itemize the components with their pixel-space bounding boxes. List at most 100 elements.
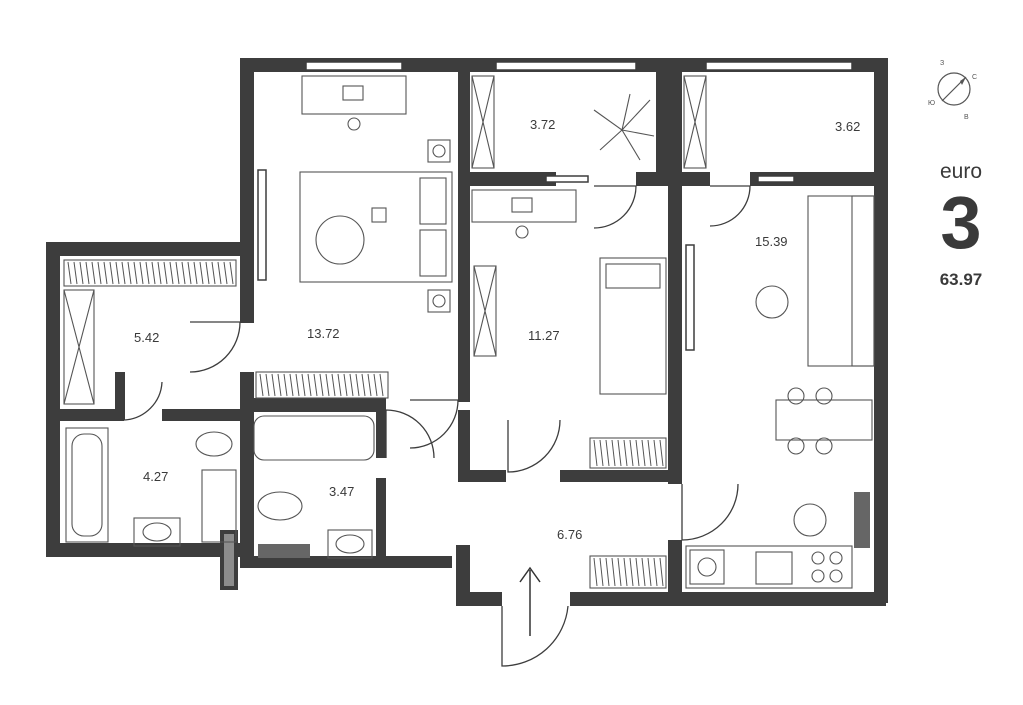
rack-stripe xyxy=(325,373,330,397)
rack-stripe xyxy=(593,557,598,587)
rack-stripe xyxy=(175,261,180,285)
rack-stripe xyxy=(623,557,628,587)
compass-north: С xyxy=(972,74,977,81)
apartment-type-label: euro xyxy=(939,160,983,183)
furniture xyxy=(63,75,875,636)
rack-stripe xyxy=(283,373,288,397)
rack-stripe xyxy=(169,261,174,285)
rack-stripe xyxy=(289,373,294,397)
rack-stripe xyxy=(647,439,652,467)
rack-stripe xyxy=(307,373,312,397)
rack-stripe xyxy=(641,439,646,467)
rack-stripe xyxy=(653,439,658,467)
rack-stripe xyxy=(629,557,634,587)
rack-stripe xyxy=(151,261,156,285)
rack-stripe xyxy=(641,557,646,587)
rack-stripe xyxy=(79,261,84,285)
rack-stripe xyxy=(373,373,378,397)
rack-stripe xyxy=(103,261,108,285)
rack-stripe xyxy=(635,557,640,587)
room-area-bedroom-main: 13.72 xyxy=(307,326,340,341)
rack-stripe xyxy=(193,261,198,285)
rack-main-bedroom xyxy=(255,371,389,399)
room-area-living-kitchen: 15.39 xyxy=(755,234,788,249)
rack-stripe xyxy=(337,373,342,397)
rack-stripe xyxy=(127,261,132,285)
rack-stripe xyxy=(271,373,276,397)
rack-stripe xyxy=(115,261,120,285)
rack-stripe xyxy=(647,557,652,587)
rack-stripe xyxy=(349,373,354,397)
compass-west: З xyxy=(940,60,944,67)
rack-stripe xyxy=(67,261,72,285)
room-area-bedroom-small: 11.27 xyxy=(528,328,560,343)
rack-stripe xyxy=(355,373,360,397)
rack-stripe xyxy=(605,439,610,467)
rack-stripe xyxy=(659,439,664,467)
rack-stripe xyxy=(313,373,318,397)
rack-stripe xyxy=(163,261,168,285)
rack-stripe xyxy=(617,439,622,467)
rack-stripe xyxy=(229,261,234,285)
rack-stripe xyxy=(659,557,664,587)
rack-stripe xyxy=(109,261,114,285)
room-area-bathroom-mid: 3.47 xyxy=(329,484,354,499)
compass-icon: С Ю З В xyxy=(928,60,977,121)
rack-stripe xyxy=(85,261,90,285)
total-area: 63.97 xyxy=(939,270,983,289)
rack-wardrobe xyxy=(63,259,237,405)
rack-stripe xyxy=(611,557,616,587)
rack-stripe xyxy=(629,439,634,467)
rack-stripe xyxy=(599,557,604,587)
plant-icon xyxy=(593,93,655,161)
doors xyxy=(123,185,751,667)
rack-stripe xyxy=(259,373,264,397)
rack-stripe xyxy=(145,261,150,285)
room-area-balcony-left: 3.72 xyxy=(530,117,555,132)
rack-stripe xyxy=(97,261,102,285)
rack-stripe xyxy=(205,261,210,285)
rack-stripe xyxy=(653,557,658,587)
rack-stripe xyxy=(635,439,640,467)
room-labels: 13.72 3.72 3.62 11.27 15.39 5.42 4.27 3.… xyxy=(134,117,860,542)
rack-stripe xyxy=(217,261,222,285)
rack-stripe xyxy=(295,373,300,397)
room-area-wardrobe: 5.42 xyxy=(134,330,159,345)
rack-stripe xyxy=(265,373,270,397)
rack-stripes xyxy=(67,261,664,587)
rack-stripe xyxy=(623,439,628,467)
rack-stripe xyxy=(133,261,138,285)
room-area-hallway: 6.76 xyxy=(557,527,582,542)
rack-stripe xyxy=(593,439,598,467)
compass-south: Ю xyxy=(928,100,935,107)
rack-stripe xyxy=(319,373,324,397)
rack-stripe xyxy=(223,261,228,285)
rack-stripe xyxy=(73,261,78,285)
rack-stripe xyxy=(181,261,186,285)
rack-stripe xyxy=(211,261,216,285)
rack-stripe xyxy=(361,373,366,397)
room-count: 3 xyxy=(940,181,982,264)
rack-stripe xyxy=(605,557,610,587)
rack-stripe xyxy=(599,439,604,467)
rack-stripe xyxy=(277,373,282,397)
windows xyxy=(257,61,853,351)
room-area-bathroom-left: 4.27 xyxy=(143,469,168,484)
rack-stripe xyxy=(199,261,204,285)
rack-stripe xyxy=(617,557,622,587)
rack-stripe xyxy=(91,261,96,285)
rack-stripe xyxy=(379,373,384,397)
compass-east: В xyxy=(964,114,969,121)
rack-stripe xyxy=(331,373,336,397)
rack-stripe xyxy=(367,373,372,397)
rack-stripe xyxy=(157,261,162,285)
rack-stripe xyxy=(343,373,348,397)
rack-stripe xyxy=(139,261,144,285)
rack-stripe xyxy=(611,439,616,467)
room-area-balcony-right: 3.62 xyxy=(835,119,860,134)
rack-stripe xyxy=(121,261,126,285)
rack-stripe xyxy=(301,373,306,397)
rack-stripe xyxy=(187,261,192,285)
walls xyxy=(46,58,888,606)
